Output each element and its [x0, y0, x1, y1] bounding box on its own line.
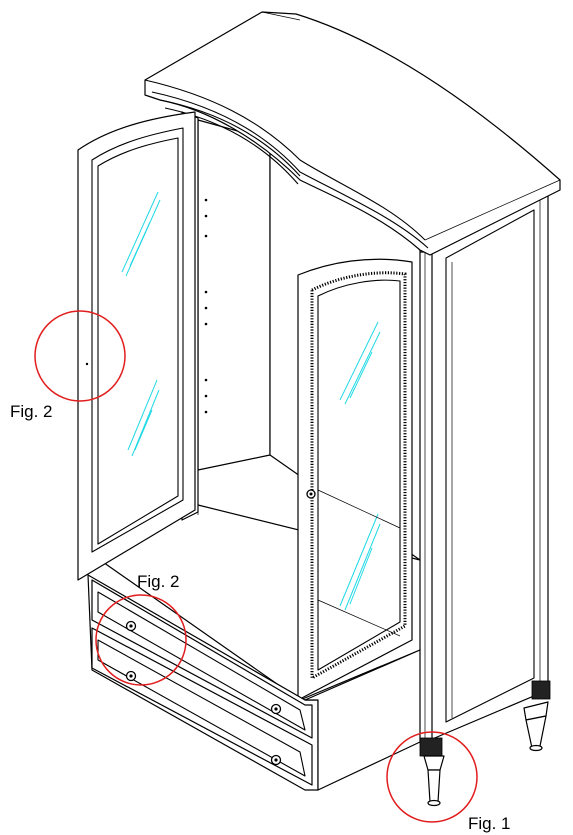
callout-circle-drawers: [95, 594, 187, 686]
drawer-base: [87, 574, 421, 791]
arched-crown: [144, 11, 561, 256]
fig1-foot-label: Fig. 1: [468, 814, 511, 833]
drawer-knob-upper-left: [125, 620, 137, 632]
callout-circle-door-edge: [34, 310, 126, 402]
side-panel: [429, 187, 549, 741]
callout-circle-foot: [386, 731, 478, 823]
fig2-left-label: Fig. 2: [10, 402, 53, 421]
side-foot: [523, 680, 551, 752]
drawer-knob-lower-right: [270, 754, 282, 766]
shelf-pin-holes: [204, 198, 208, 414]
drawer-knob-lower-left: [125, 670, 137, 682]
fig2-drawers-label: Fig. 2: [137, 572, 180, 591]
left-door-open: [77, 111, 196, 581]
front-foot: [419, 737, 445, 807]
drawer-knob-upper-right: [270, 703, 282, 715]
right-door: [297, 258, 413, 701]
